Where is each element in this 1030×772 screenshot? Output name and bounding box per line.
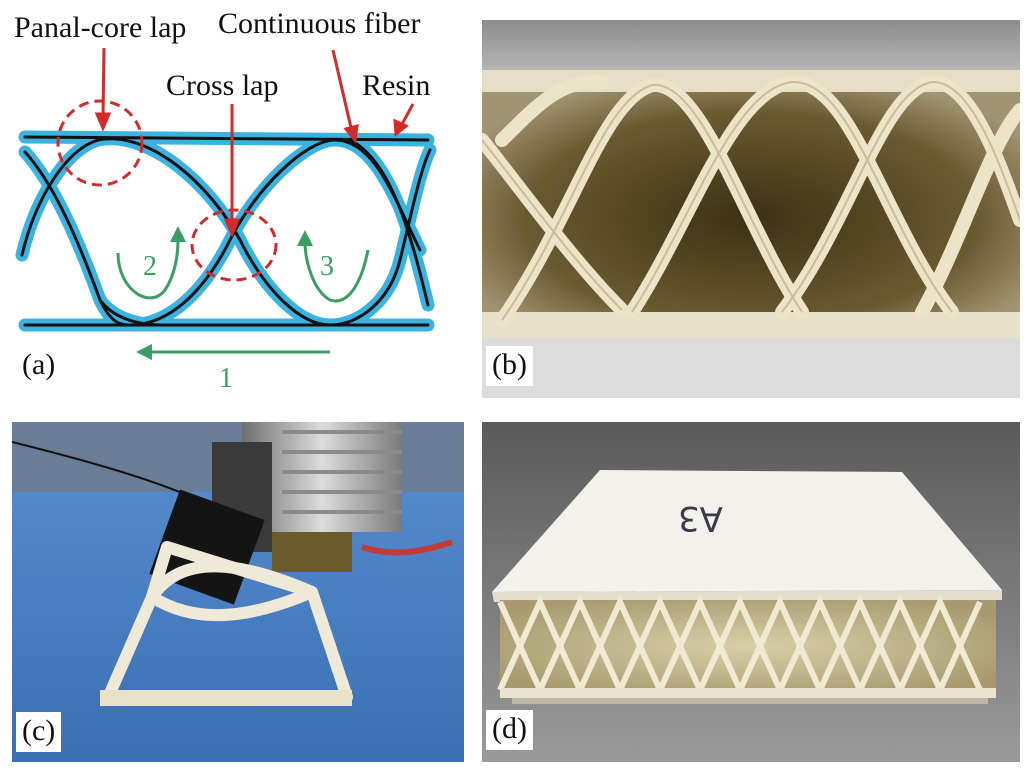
cross-lap-label: Cross lap — [166, 69, 279, 102]
step-3-arrowhead — [297, 230, 313, 246]
panel-core-lap-callout-circle — [56, 99, 144, 187]
panel-core-lap-label: Panal-core lap — [14, 11, 187, 44]
panel-core-lap-arrow — [101, 47, 106, 119]
cross-lap-callout-circle — [190, 208, 278, 282]
panel-c-label: (c) — [16, 712, 62, 752]
panel-d-label: (d) — [486, 710, 533, 750]
step-2-label: 2 — [143, 251, 157, 282]
continuous-fiber-label: Continuous fiber — [218, 7, 421, 40]
printing-process-image — [12, 422, 464, 762]
panel-core-lap-arrowhead — [94, 112, 112, 132]
resin-layer — [15, 130, 437, 332]
step-3-arrow — [303, 241, 370, 303]
specimen-marking: A3 — [678, 498, 723, 538]
continuous-fiber-arrow — [331, 49, 354, 133]
panel-a-label: (a) — [16, 346, 62, 386]
panel-b-photo: (b) — [482, 20, 1020, 398]
panel-c-photo: (c) — [12, 422, 464, 762]
step-1-label: 1 — [219, 363, 233, 394]
step-2-arrowhead — [170, 226, 186, 242]
continuous-fiber-arrowhead — [343, 123, 359, 144]
resin-label: Resin — [362, 69, 431, 102]
cross-lap-arrowhead — [223, 218, 241, 238]
panel-b-label: (b) — [486, 346, 533, 386]
resin-arrowhead — [393, 118, 409, 137]
step-2-arrow — [116, 239, 180, 300]
sandwich-cross-section-image — [482, 20, 1020, 398]
step-1-arrowhead — [136, 344, 152, 360]
resin-arrow — [399, 103, 415, 127]
step-3-label: 3 — [320, 251, 334, 282]
panel-a-schematic: Panal-core lap Continuous fiber Cross la… — [0, 0, 470, 400]
continuous-fiber-path — [20, 135, 432, 327]
panel-d-photo: A3 (d) — [482, 422, 1020, 762]
lap-schematic-diagram — [15, 47, 437, 360]
sandwich-specimen-image — [482, 422, 1020, 762]
